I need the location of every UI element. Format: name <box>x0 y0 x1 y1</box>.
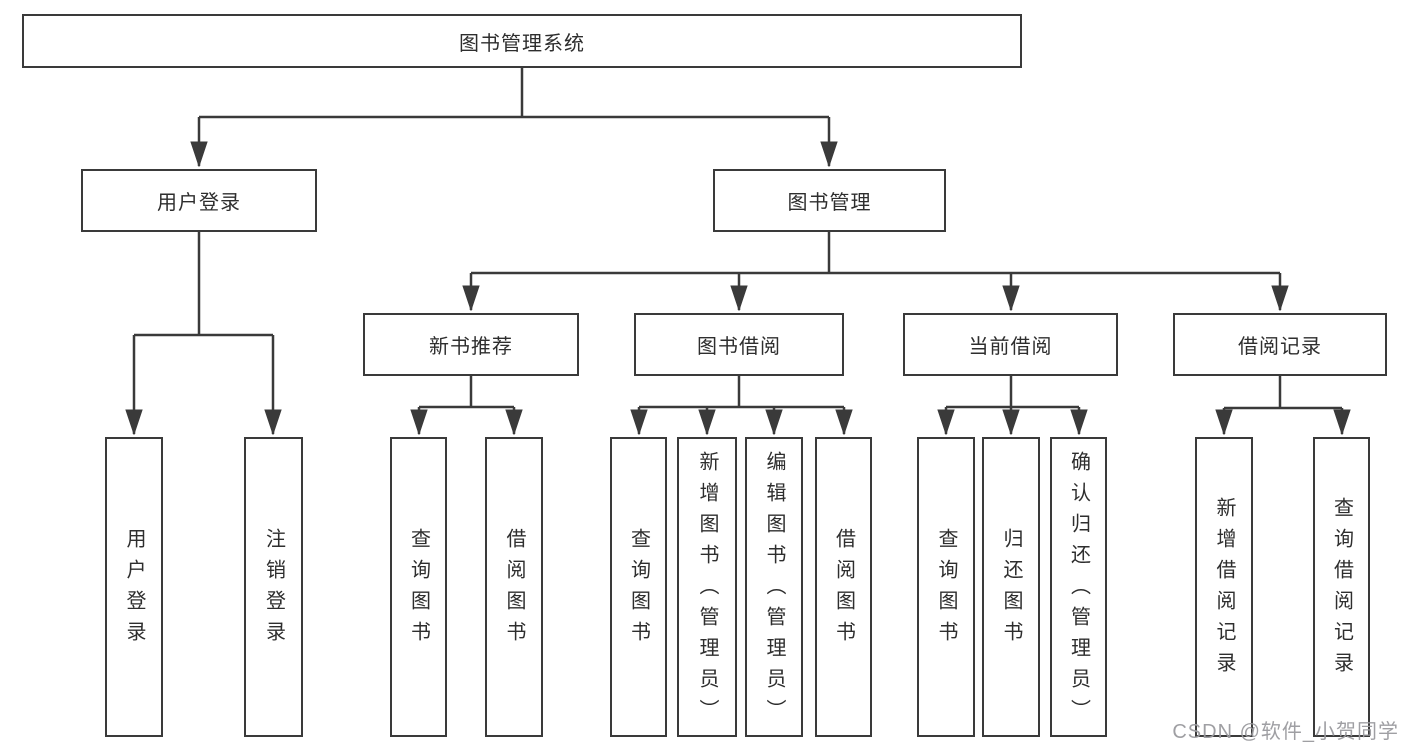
connector-current-borrow-subtree <box>946 376 1079 434</box>
node-book-borrow: 图书借阅 <box>634 313 844 376</box>
leaf-nb-query-books: 查询图书 <box>390 437 447 737</box>
node-book-management: 图书管理 <box>713 169 946 232</box>
connector-book-management-to-level3 <box>471 232 1280 310</box>
connector-user-login-subtree <box>134 232 273 434</box>
csdn-watermark: CSDN @软件_小贺同学 <box>1172 721 1399 743</box>
leaf-bb-add-books-admin: 新增图书（管理员） <box>677 437 737 737</box>
node-new-book-recommend: 新书推荐 <box>363 313 579 376</box>
leaf-cb-return-books: 归还图书 <box>982 437 1040 737</box>
leaf-user-login: 用户登录 <box>105 437 163 737</box>
node-current-borrow: 当前借阅 <box>903 313 1118 376</box>
leaf-logout: 注销登录 <box>244 437 303 737</box>
node-root-system: 图书管理系统 <box>22 14 1022 68</box>
leaf-br-query-record: 查询借阅记录 <box>1313 437 1370 737</box>
connector-root-to-level2 <box>199 68 829 166</box>
connector-new-book-subtree <box>419 376 514 434</box>
node-borrow-records: 借阅记录 <box>1173 313 1387 376</box>
node-user-login: 用户登录 <box>81 169 317 232</box>
leaf-bb-query-books: 查询图书 <box>610 437 667 737</box>
leaf-br-add-record: 新增借阅记录 <box>1195 437 1253 737</box>
leaf-bb-borrow-books: 借阅图书 <box>815 437 872 737</box>
connector-borrow-records-subtree <box>1224 376 1342 434</box>
connector-book-borrow-subtree <box>639 376 844 434</box>
leaf-cb-confirm-return-admin: 确认归还（管理员） <box>1050 437 1107 737</box>
leaf-nb-borrow-books: 借阅图书 <box>485 437 543 737</box>
leaf-bb-edit-books-admin: 编辑图书（管理员） <box>745 437 803 737</box>
leaf-cb-query-books: 查询图书 <box>917 437 975 737</box>
